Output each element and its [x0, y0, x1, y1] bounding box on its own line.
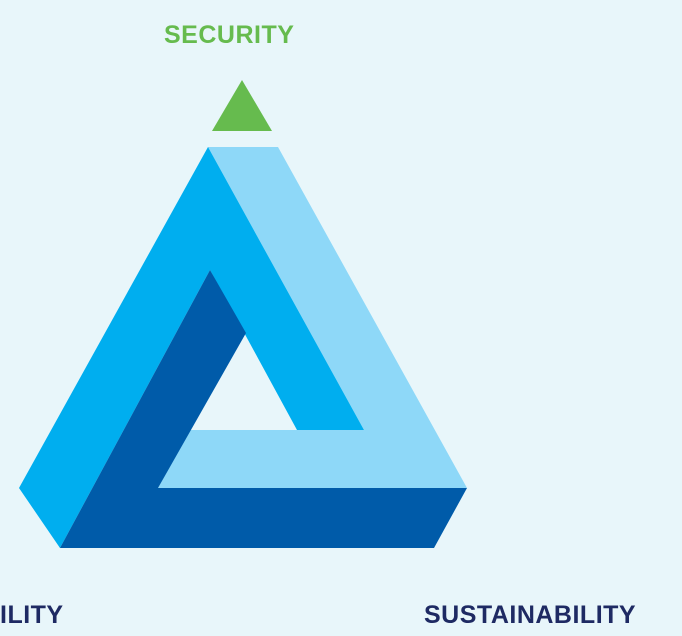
- label-left-partial: ILITY: [0, 601, 64, 629]
- label-sustainability: SUSTAINABILITY: [424, 601, 637, 629]
- triangle-dark-face: [60, 270, 467, 548]
- triangle-up-icon: [212, 80, 272, 131]
- label-security: SECURITY: [164, 21, 295, 49]
- triangle-light-face: [158, 147, 467, 488]
- triangle-mid-face: [19, 147, 364, 548]
